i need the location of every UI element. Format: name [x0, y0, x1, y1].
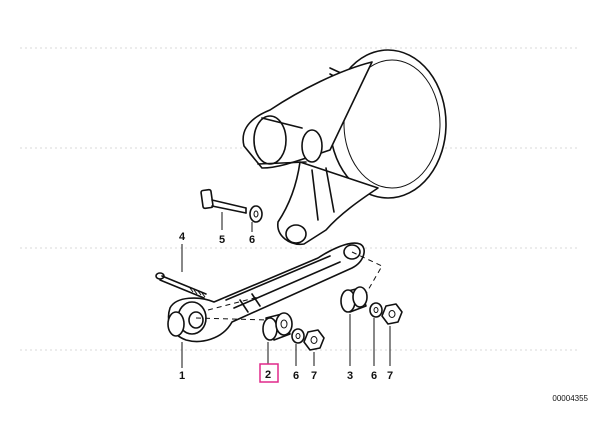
bolt-4: [155, 272, 207, 299]
callout-6-middle: 6: [293, 370, 299, 382]
callout-1: 1: [179, 370, 185, 382]
bushing-2: [262, 312, 293, 341]
nut-7-middle: [303, 329, 325, 351]
callout-6-upper: 6: [249, 234, 255, 246]
callouts: 4 5 6 1 2 6 7 3 6 7: [179, 231, 393, 382]
washer-6-right: [369, 302, 383, 318]
washer-6-middle: [291, 328, 305, 344]
callout-3: 3: [347, 370, 353, 382]
diagram-reference-number: 00004355: [552, 394, 588, 403]
leader-lines: [181, 212, 391, 368]
callout-7-middle: 7: [311, 370, 317, 382]
callout-7-right: 7: [387, 370, 393, 382]
torque-strut: [167, 242, 365, 343]
callout-2: 2: [265, 369, 271, 381]
gearbox-housing: [242, 49, 447, 246]
callout-2-highlight: [259, 363, 279, 383]
assembly-lines: [195, 251, 383, 321]
bolt-5: [200, 188, 247, 214]
nut-7-right: [381, 303, 403, 325]
callout-6-right: 6: [371, 370, 377, 382]
washer-6-upper: [249, 205, 263, 223]
callout-4: 4: [179, 231, 186, 243]
callout-5: 5: [219, 234, 225, 246]
bushing-3: [340, 286, 368, 313]
